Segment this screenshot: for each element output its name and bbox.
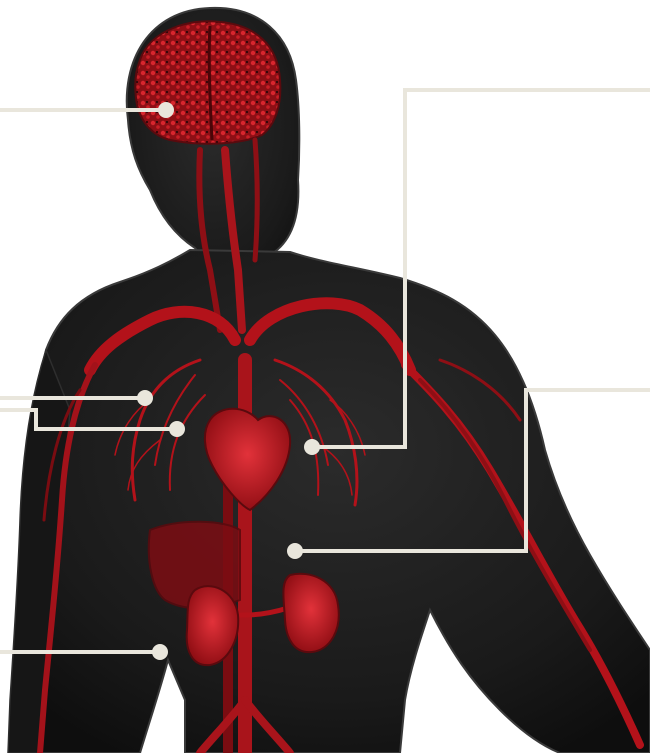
callout-dot [287, 543, 303, 559]
callout-dot [137, 390, 153, 406]
brain [135, 21, 280, 143]
callout-dot [304, 439, 320, 455]
callout-dot [152, 644, 168, 660]
callout-dot [169, 421, 185, 437]
callout-dot [158, 102, 174, 118]
